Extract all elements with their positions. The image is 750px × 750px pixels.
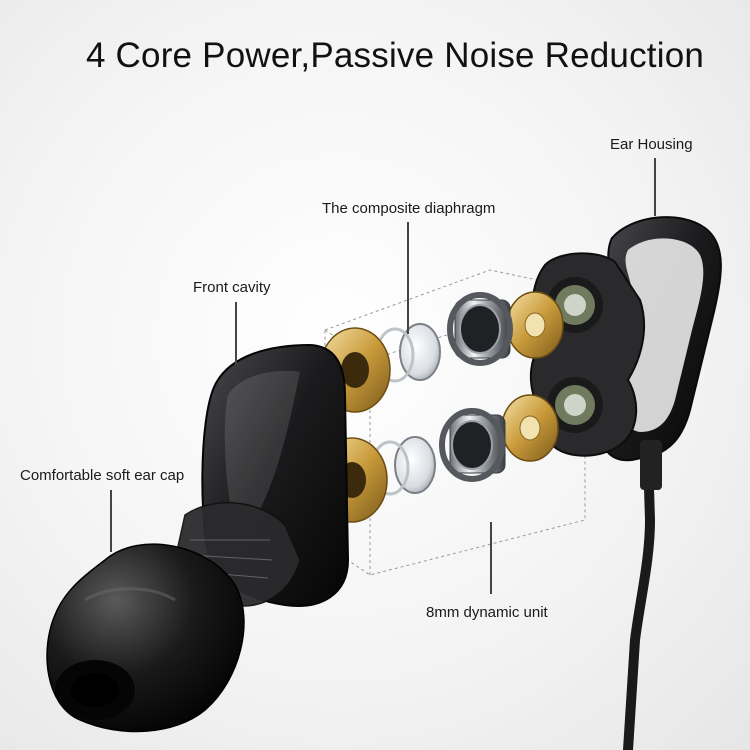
front-cavity-leader xyxy=(235,302,237,364)
front-cavity-label: Front cavity xyxy=(193,279,271,296)
ear-housing-label: Ear Housing xyxy=(610,136,693,153)
ear-cap-leader xyxy=(110,490,112,552)
composite-diaphragm-leader xyxy=(407,222,409,334)
dynamic-unit-label: 8mm dynamic unit xyxy=(426,604,548,621)
ear-housing-leader xyxy=(654,158,656,216)
ear-tip xyxy=(46,543,245,733)
page-title: 4 Core Power,Passive Noise Reduction xyxy=(85,36,705,75)
dynamic-unit-leader xyxy=(490,522,492,594)
ear-cap-label: Comfortable soft ear cap xyxy=(20,467,185,484)
composite-diaphragm-label: The composite diaphragm xyxy=(322,200,496,217)
lower-driver-stack xyxy=(370,394,559,496)
rear-frame xyxy=(529,252,646,457)
upper-driver-stack xyxy=(375,291,564,383)
